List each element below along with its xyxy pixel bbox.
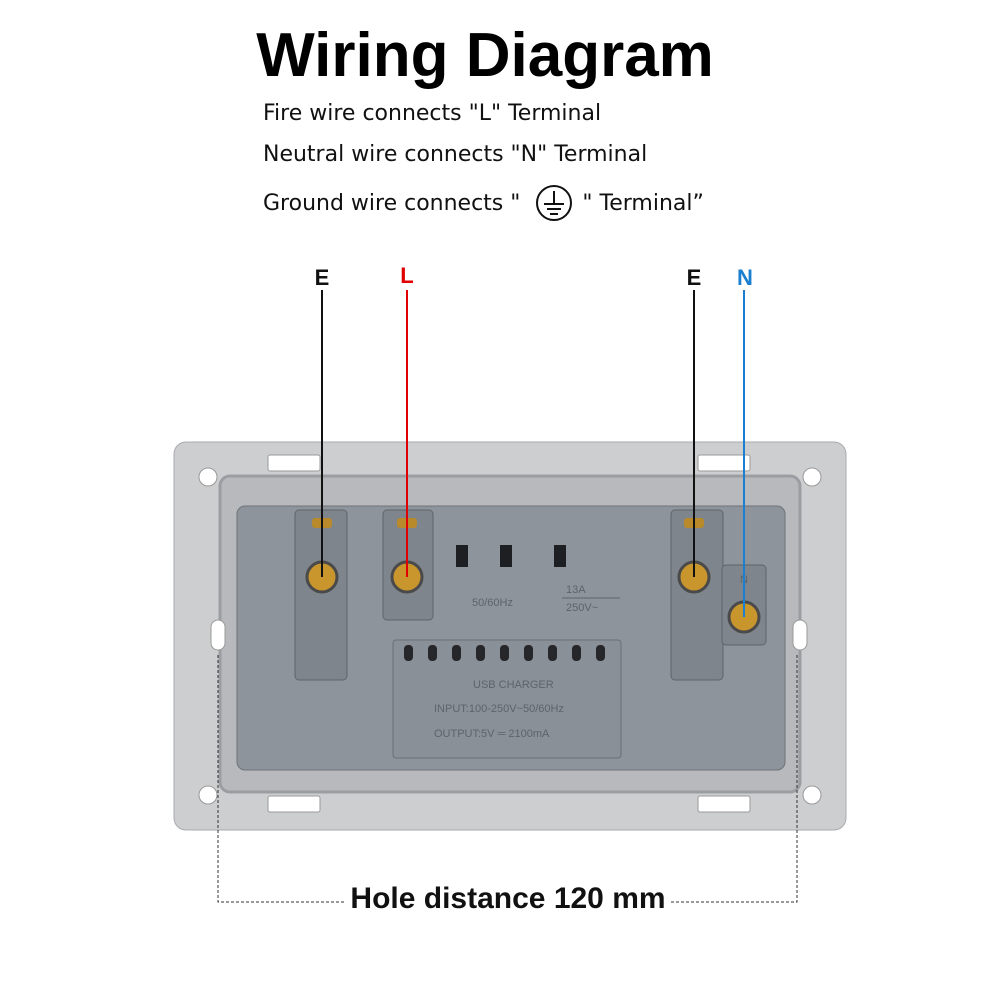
earth-symbol-icon — [536, 185, 573, 221]
socket-body — [236, 505, 786, 771]
usb-input-rating: INPUT:100-250V~50/60Hz — [434, 703, 564, 715]
terminal-label-e-left: E — [314, 265, 330, 290]
mounting-holes — [198, 467, 822, 805]
usb-charger-module — [392, 639, 622, 759]
usb-output-rating: OUTPUT:5V ═ 2100mA — [434, 728, 550, 740]
current-marking: 13A — [566, 584, 586, 596]
usb-title: USB CHARGER — [473, 679, 554, 691]
terminal-label-e-right: E — [686, 265, 702, 290]
ground-instruction-prefix: Ground wire connects " — [263, 190, 521, 216]
voltage-marking: 250V~ — [566, 602, 598, 614]
fire-wire-instruction: Fire wire connects "L" Terminal — [263, 101, 602, 126]
hole-distance-label: Hole distance 120 mm — [0, 882, 1000, 916]
hole-distance-text: Hole distance 120 mm — [346, 882, 670, 915]
pin-slots — [456, 545, 566, 567]
ground-instruction-suffix: " Terminal” — [582, 190, 704, 216]
frequency-marking: 50/60Hz — [472, 597, 513, 609]
terminal-label-n: N — [737, 265, 753, 290]
vent-slots — [404, 645, 605, 661]
terminal-label-l: L — [400, 263, 414, 288]
ground-wire-instruction: Ground wire connects " " Terminal” — [263, 183, 704, 223]
page-title: Wiring Diagram — [256, 21, 714, 90]
plate-tabs — [267, 454, 751, 813]
neutral-wire-instruction: Neutral wire connects "N" Terminal — [263, 142, 648, 167]
